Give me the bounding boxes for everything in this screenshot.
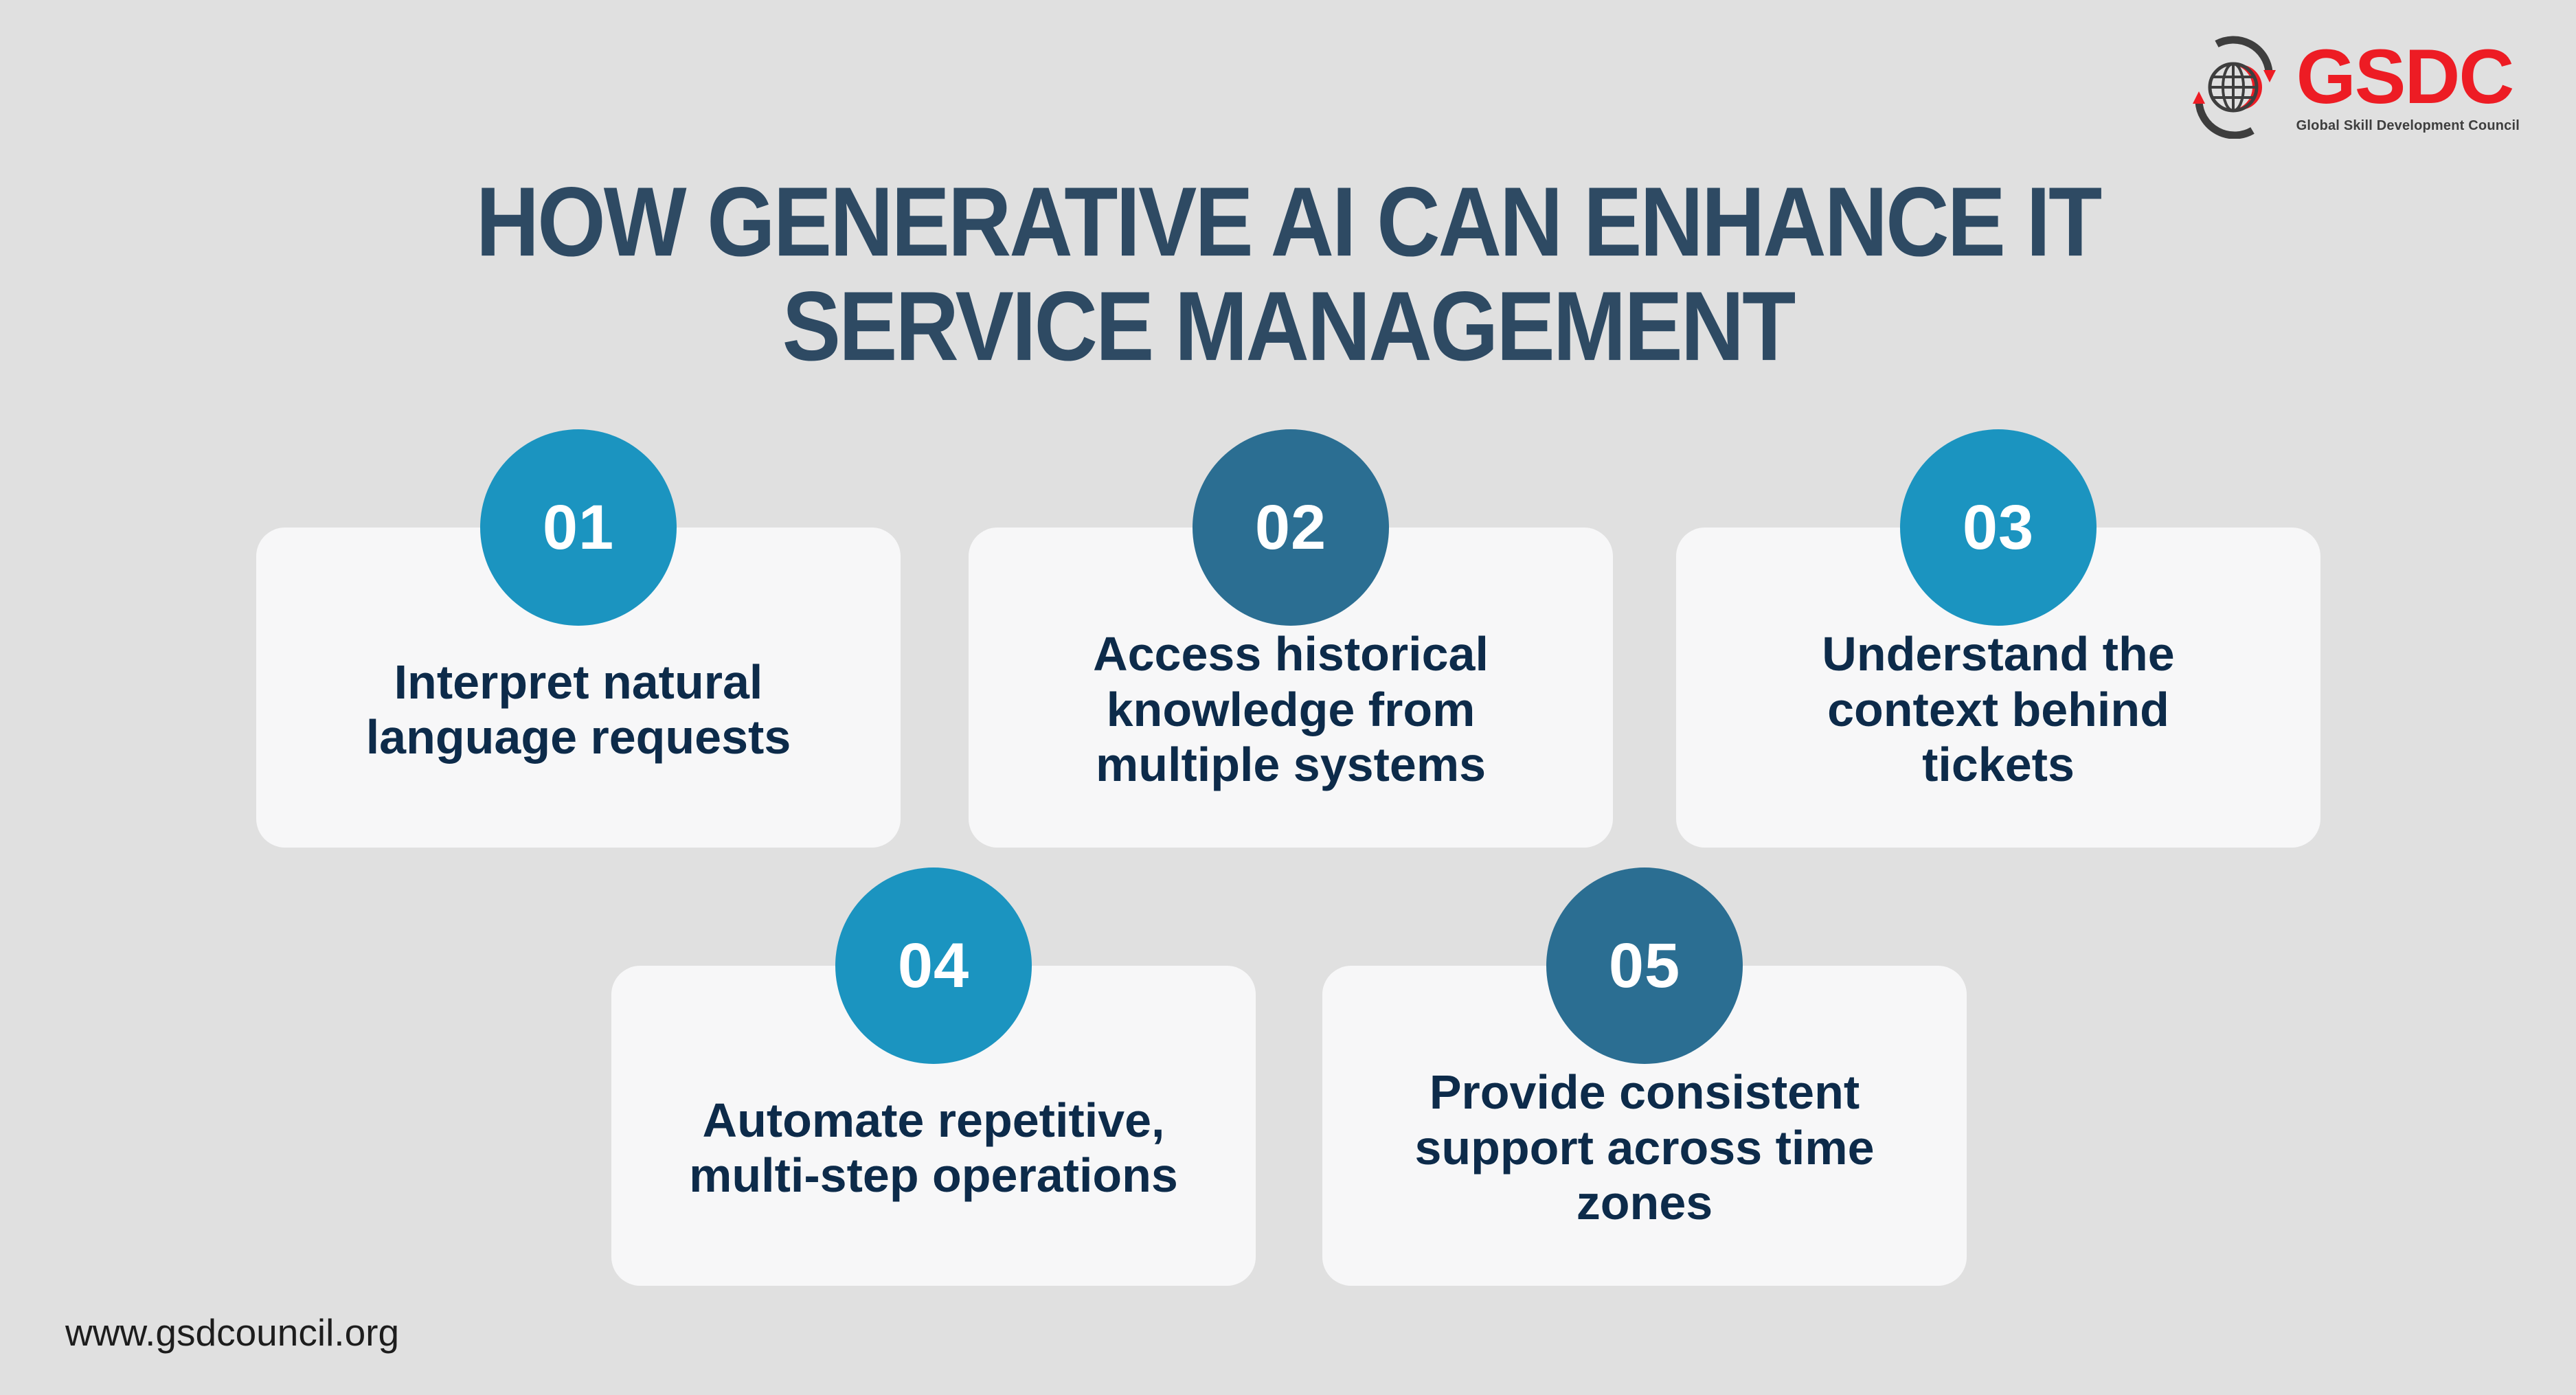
card-automate-operations: 04 Automate repetitive, multi-step opera…: [611, 867, 1256, 1286]
globe-with-arrows-icon: [2192, 36, 2276, 139]
page-title-line-1: HOW GENERATIVE AI CAN ENHANCE IT: [475, 167, 2103, 277]
card-understand-context: 03 Understand the context behind tickets: [1676, 429, 2320, 848]
card-number-badge: 01: [480, 429, 677, 626]
card-number-badge: 04: [835, 867, 1032, 1064]
card-label: Understand the context behind tickets: [1676, 528, 2320, 848]
card-label-text: Provide consistent support across time z…: [1414, 1065, 1875, 1230]
card-interpret-natural-language: 01 Interpret natural language requests: [256, 429, 901, 848]
card-label: Interpret natural language requests: [256, 528, 901, 848]
card-label-text: Automate repetitive, multi-step operatio…: [689, 1093, 1178, 1203]
page-title-line-2: SERVICE MANAGEMENT: [782, 271, 1796, 382]
card-label: Access historical knowledge from multipl…: [969, 528, 1613, 848]
card-number-badge: 02: [1193, 429, 1389, 626]
card-label: Provide consistent support across time z…: [1322, 966, 1967, 1286]
card-number-badge: 03: [1900, 429, 2097, 626]
card-label-text: Understand the context behind tickets: [1822, 627, 2175, 792]
card-label-text: Interpret natural language requests: [365, 655, 791, 764]
card-label: Automate repetitive, multi-step operatio…: [611, 966, 1256, 1286]
card-access-historical-knowledge: 02 Access historical knowledge from mult…: [969, 429, 1613, 848]
gsdc-tagline: Global Skill Development Council: [2296, 117, 2520, 133]
gsdc-logo-text: GSDC Global Skill Development Council: [2296, 34, 2520, 133]
card-number-badge: 05: [1546, 867, 1743, 1064]
card-consistent-support: 05 Provide consistent support across tim…: [1322, 867, 1967, 1286]
website-url: www.gsdcouncil.org: [65, 1311, 400, 1354]
gsdc-logo: GSDC Global Skill Development Council: [2184, 36, 2520, 139]
card-label-text: Access historical knowledge from multipl…: [1093, 627, 1489, 792]
page-title: HOW GENERATIVE AI CAN ENHANCE IT SERVICE…: [0, 167, 2576, 381]
gsdc-brand: GSDC: [2296, 34, 2515, 120]
